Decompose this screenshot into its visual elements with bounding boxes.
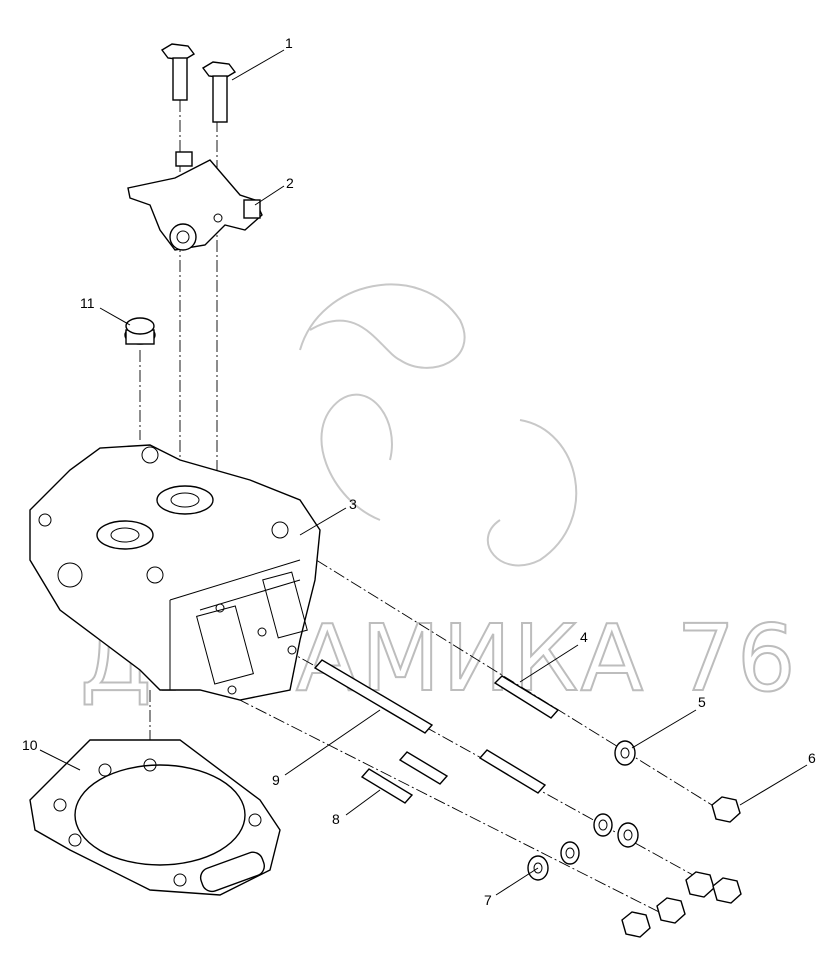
watermark-logo [299,283,578,567]
callout-5: 5 [698,694,706,710]
gasket-part [29,739,281,896]
rocker-arm-part [127,151,263,251]
washer-parts [527,740,639,881]
callout-6: 6 [808,750,816,766]
callout-7: 7 [484,892,492,908]
callout-4: 4 [580,629,588,645]
plug-part [124,317,156,345]
callout-9: 9 [272,772,280,788]
callout-2: 2 [286,175,294,191]
cylinder-head-part [29,444,321,701]
callout-3: 3 [349,496,357,512]
callout-11: 11 [80,295,95,311]
stud-parts [313,659,560,804]
callout-10: 10 [22,737,38,753]
nut-parts [621,796,742,938]
bolt-part [160,43,237,123]
callout-8: 8 [332,811,340,827]
callout-1: 1 [285,35,293,51]
leader-lines [39,49,808,896]
